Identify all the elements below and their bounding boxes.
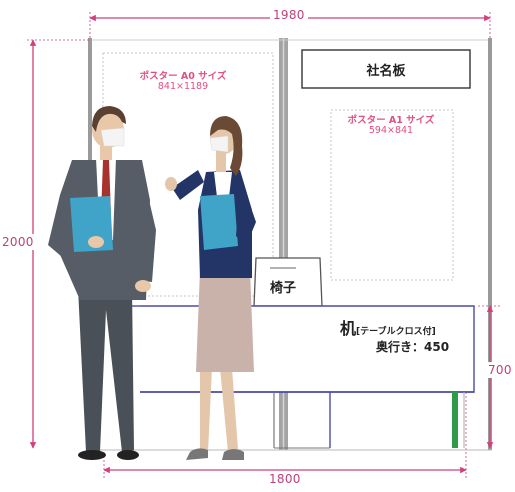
- desk-depth-label: 奥行き：450: [376, 340, 450, 354]
- booth-width-label: 1980: [270, 8, 308, 22]
- desk-height-label: 700: [488, 362, 512, 378]
- poster-a1-outline: [330, 109, 454, 281]
- poster-a1-title: ポスター A1 サイズ: [347, 115, 435, 126]
- poster-a1-size: 594×841: [368, 125, 414, 136]
- poster-a0-size: 841×1189: [157, 81, 209, 92]
- name-board: [301, 49, 471, 89]
- man-figure: [48, 106, 156, 460]
- woman-figure: [165, 116, 256, 460]
- desk-leg-green: [452, 392, 458, 448]
- chair-label: 椅子: [270, 281, 297, 296]
- desk-label-main: 机: [340, 319, 357, 338]
- desk-width-label: 1800: [266, 472, 304, 486]
- right-pole: [488, 38, 492, 450]
- desk-label-note: [テーブルクロス付]: [356, 327, 436, 337]
- name-board-label: 社名板: [366, 64, 406, 79]
- booth-height-label: 2000: [2, 234, 34, 250]
- desk-label: 机[テーブルクロス付]: [340, 315, 436, 339]
- poster-a0-title: ポスター A0 サイズ: [139, 71, 227, 82]
